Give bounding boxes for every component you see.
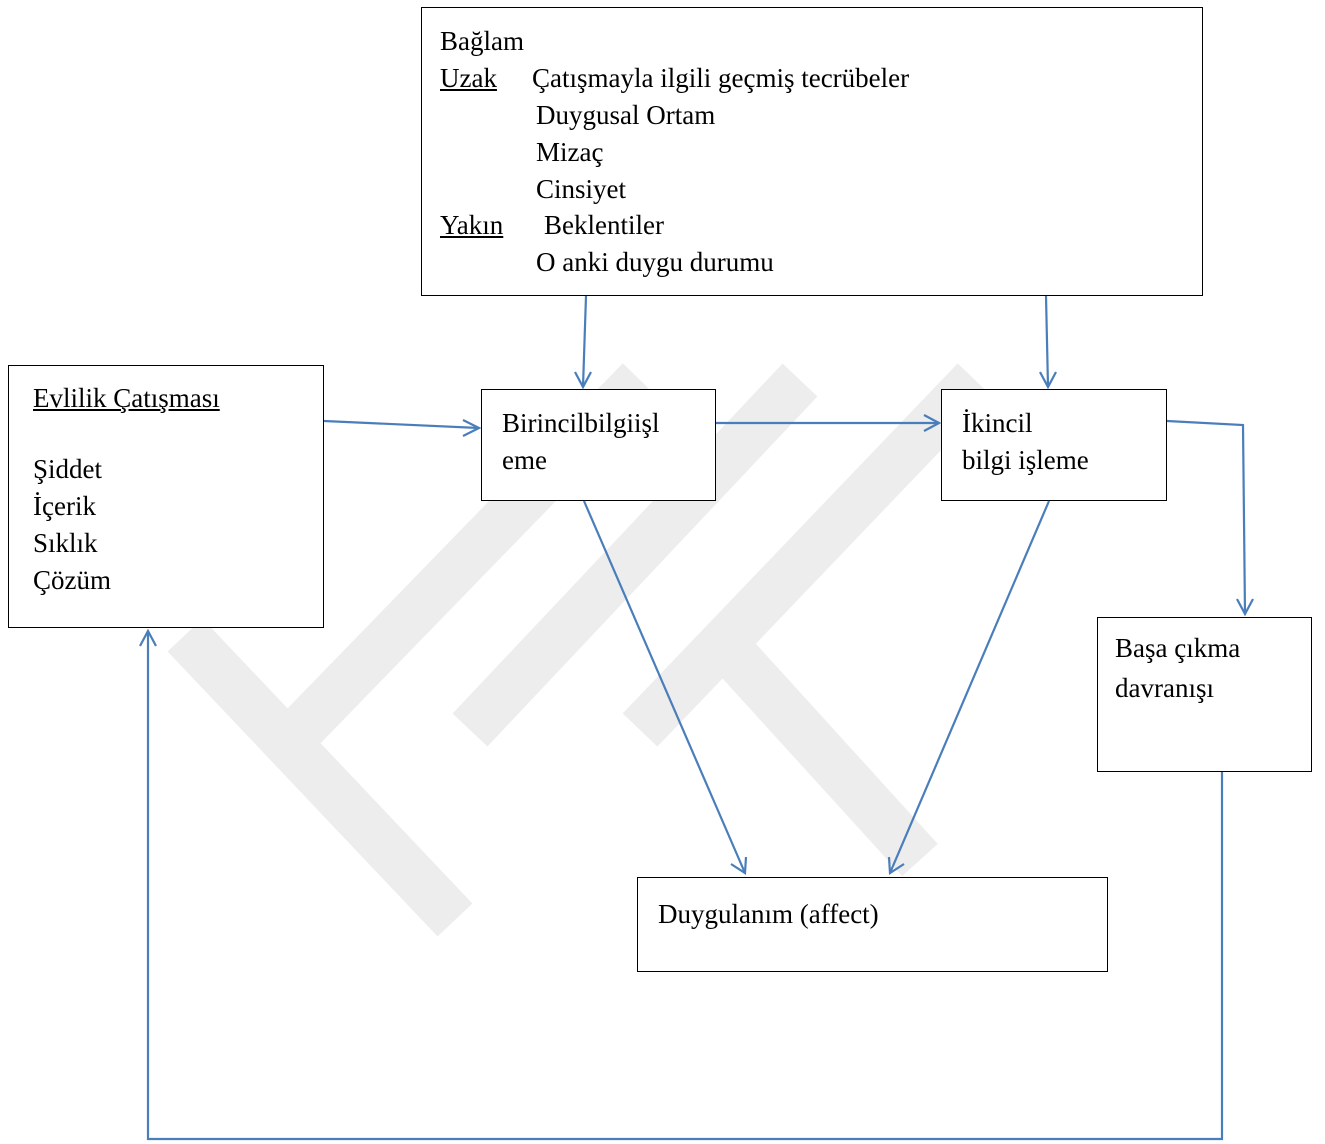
arrow-primary-to-secondary bbox=[716, 414, 942, 432]
coping-behavior-line: davranışı bbox=[1115, 673, 1214, 703]
affect-label: Duygulanım (affect) bbox=[658, 899, 879, 929]
arrow-context-to-secondary bbox=[1039, 295, 1057, 390]
arrow-primary-to-affect bbox=[582, 500, 748, 875]
distal-item: Mizaç bbox=[536, 137, 604, 167]
arrow-coping-feedback-to-conflict bbox=[139, 628, 1224, 1141]
proximal-item: O anki duygu durumu bbox=[536, 247, 774, 277]
primary-processing-line: Birincilbilgiişl bbox=[502, 408, 660, 438]
primary-processing-line: eme bbox=[502, 445, 547, 475]
arrow-secondary-to-coping bbox=[1166, 419, 1254, 617]
arrow-context-to-primary bbox=[574, 295, 592, 390]
proximal-label: Yakın bbox=[440, 210, 504, 240]
conflict-item: Çözüm bbox=[33, 565, 111, 595]
distal-item: Cinsiyet bbox=[536, 174, 627, 204]
secondary-processing-line: bilgi işleme bbox=[962, 445, 1089, 475]
conflict-item: Şiddet bbox=[33, 454, 103, 484]
coping-behavior-box: Başa çıkma davranışı bbox=[1097, 617, 1312, 772]
conflict-title: Evlilik Çatışması bbox=[33, 383, 220, 413]
conflict-item: İçerik bbox=[33, 491, 96, 521]
conflict-item: Sıklık bbox=[33, 528, 98, 558]
proximal-item: Beklentiler bbox=[544, 210, 664, 240]
primary-processing-box: Birincilbilgiişl eme bbox=[481, 389, 716, 501]
context-box: Bağlam Uzak Çatışmayla ilgili geçmiş tec… bbox=[421, 7, 1203, 296]
distal-label: Uzak bbox=[440, 63, 497, 93]
arrow-conflict-to-primary bbox=[323, 419, 482, 437]
context-title: Bağlam bbox=[440, 26, 524, 56]
conflict-box: Evlilik Çatışması Şiddet İçerik Sıklık Ç… bbox=[8, 365, 324, 628]
secondary-processing-line: İkincil bbox=[962, 408, 1033, 438]
distal-item: Duygusal Ortam bbox=[536, 100, 716, 130]
coping-behavior-line: Başa çıkma bbox=[1115, 633, 1241, 663]
affect-box: Duygulanım (affect) bbox=[637, 877, 1108, 972]
secondary-processing-box: İkincil bilgi işleme bbox=[941, 389, 1167, 501]
distal-item: Çatışmayla ilgili geçmiş tecrübeler bbox=[532, 63, 910, 93]
arrow-secondary-to-affect bbox=[887, 500, 1051, 875]
